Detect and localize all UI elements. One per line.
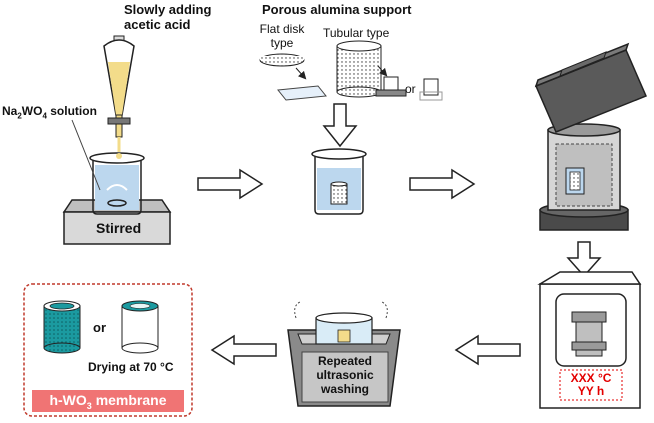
stir-plate: [62, 199, 172, 245]
arrow-oven-to-washing: [454, 334, 521, 366]
oven: [537, 271, 642, 409]
label-tubular: Tubular type: [323, 26, 390, 40]
membrane-prefix: h-WO: [49, 392, 87, 408]
label-or-small: or: [405, 82, 416, 96]
arrow-washing-to-membrane: [210, 334, 277, 366]
washing-line3: washing: [320, 382, 369, 396]
washing-line1: Repeated: [317, 354, 373, 368]
membrane-suffix: membrane: [91, 392, 167, 408]
arrow-step2-to-step3: [409, 168, 476, 200]
label-stirred: Stirred: [96, 220, 142, 236]
oven-temp: XXX °C: [570, 371, 612, 385]
membrane-banner: [32, 390, 184, 412]
flat-disk-support: [259, 53, 327, 101]
oven-time: YY h: [577, 384, 605, 398]
label-washing: Repeated ultrasonic washing: [302, 354, 388, 396]
label-drying: Drying at 70 °C: [88, 360, 174, 374]
solution-sub1: 2: [17, 111, 22, 121]
label-support-title: Porous alumina support: [262, 2, 412, 17]
separatory-funnel: [103, 35, 135, 159]
beaker-step1: [89, 152, 145, 215]
solution-pointer: [71, 119, 101, 191]
label-flat-disk: Flat disk type: [252, 22, 312, 50]
flat-disk-line2: type: [270, 36, 294, 50]
solution-prefix: Na: [2, 104, 18, 118]
solution-suffix: solution: [46, 104, 97, 118]
membrane-sub: 3: [86, 400, 92, 411]
solution-mid: WO: [21, 104, 43, 118]
white-tubular-membrane: [121, 300, 159, 354]
flat-disk-line1: Flat disk: [259, 22, 305, 36]
arrow-down-into-beaker: [322, 103, 358, 148]
teal-tubular-membrane: [43, 300, 81, 354]
ultrasonic-bath: [287, 301, 401, 407]
arrow-down-to-oven: [566, 241, 602, 278]
adding-line1: Slowly adding: [124, 2, 212, 17]
washing-line2: ultrasonic: [316, 368, 374, 382]
beaker-step2: [311, 148, 367, 215]
label-or-result: or: [93, 320, 106, 335]
label-adding-acid: Slowly adding acetic acid: [124, 2, 211, 32]
label-solution: Na2WO4 solution: [2, 104, 97, 120]
solution-sub2: 4: [42, 111, 47, 121]
adding-line2: acetic acid: [124, 17, 191, 32]
label-oven-conditions: XXX °C YY h: [560, 372, 622, 398]
label-membrane: h-WO3 membrane: [32, 392, 184, 411]
autoclave: [539, 123, 629, 231]
autoclave-lid: [534, 42, 647, 133]
tubular-support: [336, 40, 443, 101]
arrow-step1-to-step2: [197, 168, 264, 200]
